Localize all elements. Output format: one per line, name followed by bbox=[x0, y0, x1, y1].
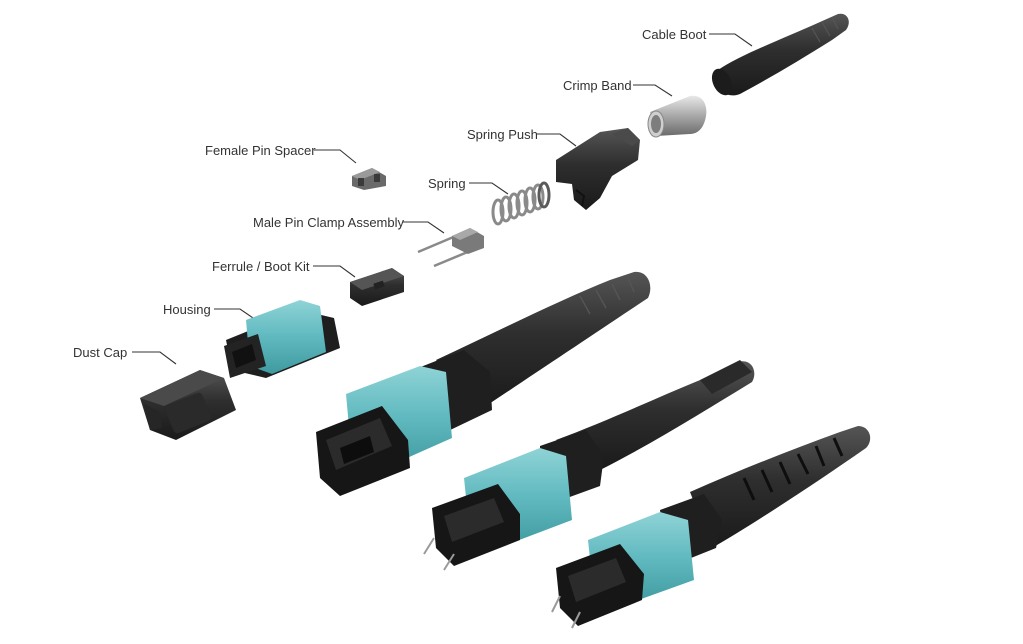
spring-part bbox=[491, 181, 551, 226]
label-male-pin-clamp-assembly: Male Pin Clamp Assembly bbox=[253, 215, 404, 230]
assembled-connector-3 bbox=[551, 426, 871, 629]
female-pin-spacer-part bbox=[352, 168, 386, 190]
leader-housing bbox=[214, 308, 257, 321]
crimp-band-part bbox=[647, 95, 707, 138]
label-spring-push: Spring Push bbox=[467, 127, 538, 142]
label-cable-boot: Cable Boot bbox=[642, 27, 707, 42]
leader-female-pin-spacer bbox=[314, 149, 357, 164]
leader-dust-cap bbox=[132, 351, 177, 365]
label-female-pin-spacer: Female Pin Spacer bbox=[205, 143, 316, 158]
leader-male-pin-clamp bbox=[403, 221, 445, 234]
assembled-connector-2 bbox=[423, 360, 755, 571]
label-crimp-band: Crimp Band bbox=[563, 78, 632, 93]
leader-spring bbox=[469, 182, 509, 195]
label-ferrule-boot-kit: Ferrule / Boot Kit bbox=[212, 259, 310, 274]
label-spring: Spring bbox=[428, 176, 466, 191]
dust-cap-part bbox=[140, 370, 236, 440]
leader-crimp-band bbox=[633, 84, 673, 97]
cable-boot-part bbox=[711, 13, 849, 96]
label-dust-cap: Dust Cap bbox=[73, 345, 128, 360]
ferrule-boot-kit-part bbox=[350, 268, 404, 306]
assembled-connector-1 bbox=[316, 271, 651, 496]
leader-ferrule-boot-kit bbox=[313, 265, 356, 278]
spring-push-part bbox=[556, 128, 640, 210]
housing-part bbox=[224, 300, 340, 378]
male-pin-clamp-part bbox=[417, 228, 484, 268]
leader-cable-boot bbox=[709, 33, 753, 47]
leader-spring-push bbox=[537, 133, 577, 147]
label-housing: Housing bbox=[163, 302, 211, 317]
leader-lines bbox=[132, 33, 753, 365]
